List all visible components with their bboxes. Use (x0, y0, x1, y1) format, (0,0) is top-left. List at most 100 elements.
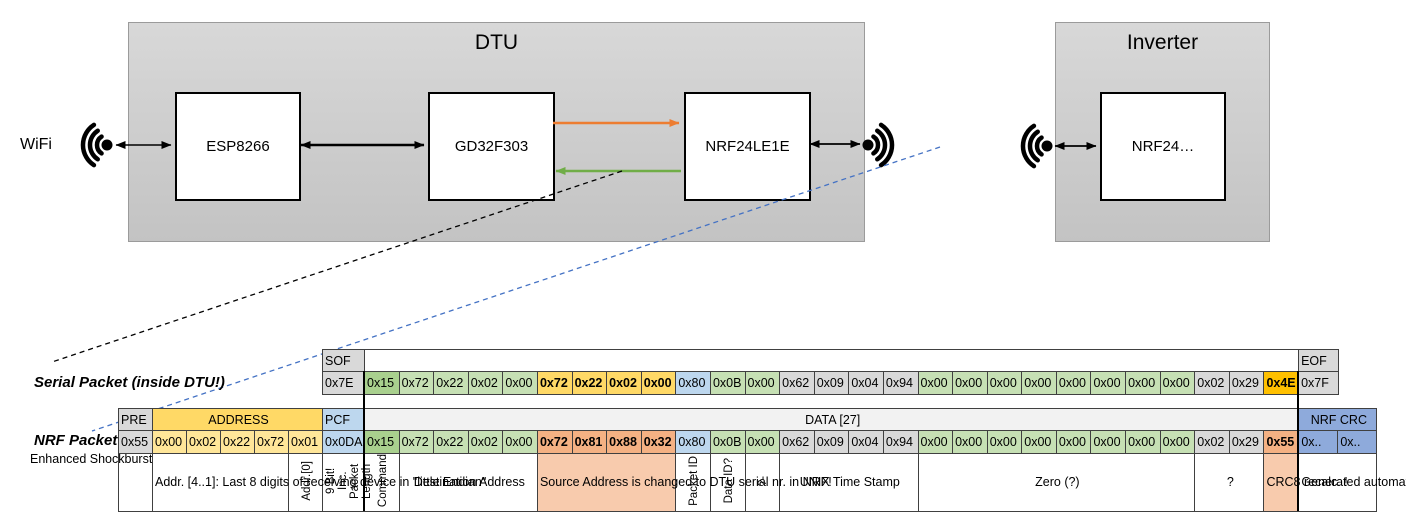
byte-cell: 0x00 (744, 430, 781, 454)
byte-cell: 0x.. (1337, 430, 1378, 454)
byte-cell: 0x00 (917, 430, 954, 454)
byte-cell: 0x09 (813, 371, 850, 395)
wifi-label: WiFi (20, 136, 52, 153)
byte-cell: 0x00 (986, 371, 1023, 395)
radio-waves-right-icon (862, 122, 895, 168)
annotation-cell: Source Address is changed to DTU serial … (536, 453, 832, 512)
header-cell: PRE (118, 408, 153, 431)
byte-cell: 0x00 (1125, 371, 1161, 395)
serial-header-spacer (363, 349, 1300, 372)
esp8266-box: ESP8266 (175, 92, 301, 201)
byte-cell: 0x4E (1263, 371, 1300, 395)
byte-cell: 0x72 (254, 430, 289, 454)
byte-cell: 0x00 (1021, 371, 1057, 395)
annotation-cell: Zero (?) (917, 453, 1196, 512)
byte-cell: 0x80 (675, 371, 711, 395)
annotation-cell (118, 453, 153, 512)
byte-cell: 0x0B (709, 430, 746, 454)
nrf24le1e-label: NRF24LE1E (705, 138, 790, 155)
byte-cell: 0x02 (1194, 371, 1230, 395)
wifi-icon (80, 122, 113, 168)
dtu-title: DTU (474, 31, 519, 54)
serial-packet-label: Serial Packet (inside DTU!) (34, 374, 225, 391)
annotation-vertical-text: 9 Bit! Inc. Packet Length (325, 463, 373, 499)
annotation-cell: Addr. [4..1]: Last 8 digits of receiving… (152, 453, 486, 512)
byte-cell: 0x22 (571, 371, 608, 395)
byte-cell: 0x88 (606, 430, 642, 454)
byte-cell: 0x00 (952, 371, 988, 395)
byte-cell: 0x00 (152, 430, 187, 454)
byte-cell: 0x00 (1055, 430, 1092, 454)
byte-cell: 0x00 (917, 371, 954, 395)
eof-header-cell: EOF (1298, 349, 1340, 372)
byte-cell: 0x0B (709, 371, 746, 395)
byte-cell: 0x00 (986, 430, 1023, 454)
byte-cell: 0x00 (1125, 430, 1161, 454)
inverter-title: Inverter (1126, 31, 1199, 54)
nrf-packet-label: NRF Packet (34, 432, 118, 449)
inverter-box: Inverter (1055, 22, 1270, 242)
byte-cell: 0x00 (640, 371, 677, 395)
byte-cell: 0x00 (502, 371, 538, 395)
byte-cell: 0x09 (813, 430, 850, 454)
data-boundary-left-line (363, 371, 365, 511)
header-cell: ADDRESS (152, 408, 323, 431)
data-boundary-right-line (1297, 371, 1299, 511)
header-cell: DATA [27] (363, 408, 1300, 431)
byte-cell: 0x00 (1090, 371, 1127, 395)
byte-cell: 0x02 (186, 430, 221, 454)
annotation-cell: Destination Address (398, 453, 538, 512)
byte-cell: 0x72 (398, 430, 435, 454)
annotation-cell: UNIX Time Stamp (779, 453, 919, 512)
inverter-nrf24-box: NRF24… (1100, 92, 1226, 201)
byte-cell: 0x02 (467, 430, 504, 454)
byte-cell: 0x02 (467, 371, 504, 395)
byte-cell: 0x00 (952, 430, 988, 454)
annotation-vertical-text: Command (376, 454, 389, 508)
byte-cell: 0x00 (1159, 371, 1196, 395)
byte-cell: 0x7E (322, 371, 365, 395)
byte-cell: 0x00 (502, 430, 538, 454)
annotation-vertical-text: Data ID? (722, 458, 735, 504)
nrf24le1e-box: NRF24LE1E (684, 92, 811, 201)
gd32f303-box: GD32F303 (428, 92, 555, 201)
byte-cell: 0x72 (536, 430, 573, 454)
header-cell: PCF (322, 408, 365, 431)
sof-header-cell: SOF (322, 349, 365, 372)
byte-cell: 0x22 (433, 371, 469, 395)
byte-cell: 0x22 (433, 430, 469, 454)
byte-cell: 0x01 (288, 430, 323, 454)
header-cell: NRF CRC (1298, 408, 1378, 431)
annotation-cell: Addr.[0] (288, 453, 323, 512)
annotation-cell: Generated automatically. Dont Care! (1298, 453, 1406, 512)
annotation-cell: CRC8 recalc. ! (1263, 453, 1348, 512)
byte-cell: 0x02 (1194, 430, 1230, 454)
byte-cell: 0x7F (1298, 371, 1340, 395)
byte-cell: 0x02 (606, 371, 642, 395)
gd32f303-label: GD32F303 (454, 138, 529, 155)
byte-cell: 0x94 (882, 371, 919, 395)
byte-cell: 0x29 (1228, 430, 1265, 454)
byte-cell: 0x62 (779, 430, 815, 454)
byte-cell: 0x81 (571, 430, 608, 454)
annotation-vertical-text: Addr.[0] (300, 461, 313, 501)
byte-cell: 0x72 (536, 371, 573, 395)
byte-cell: 0x0DA (322, 430, 365, 454)
byte-cell: 0x94 (882, 430, 919, 454)
annotation-cell: Packet ID (675, 453, 711, 512)
byte-cell: 0x00 (1159, 430, 1196, 454)
radio-waves-inverter-icon (1020, 123, 1053, 169)
annotation-vertical-text: ?- (757, 476, 770, 487)
byte-cell: 0x22 (220, 430, 255, 454)
esp8266-label: ESP8266 (206, 138, 270, 155)
byte-cell: 0x29 (1228, 371, 1265, 395)
byte-cell: 0x15 (364, 430, 400, 454)
byte-cell: 0x32 (640, 430, 677, 454)
byte-cell: 0x72 (398, 371, 435, 395)
inverter-nrf24-label: NRF24… (1131, 138, 1195, 155)
byte-cell: 0x.. (1298, 430, 1339, 454)
byte-cell: 0x04 (848, 430, 884, 454)
